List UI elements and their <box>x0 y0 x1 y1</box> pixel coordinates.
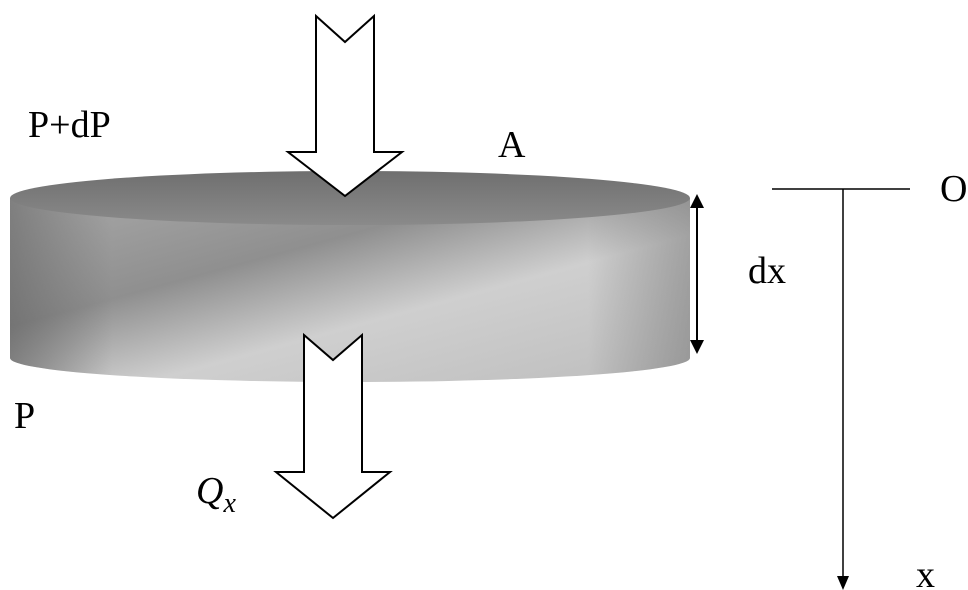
area-label: A <box>498 124 526 166</box>
origin-label: O <box>940 168 967 210</box>
disk-top-face <box>10 171 690 225</box>
top-pressure-label: P+dP <box>28 104 111 146</box>
flow-subscript: x <box>222 488 236 519</box>
x-axis-label: x <box>916 554 935 590</box>
outgoing-flow-arrow <box>273 332 393 520</box>
disk-side-shade <box>10 198 690 382</box>
disk-element <box>10 171 690 382</box>
incoming-flow-arrow <box>285 13 405 198</box>
flow-rate-label: Qx <box>196 470 236 519</box>
coordinate-axis <box>772 188 910 590</box>
thickness-label: dx <box>748 250 786 292</box>
flow-symbol: Q <box>196 470 223 512</box>
bottom-pressure-label: P <box>14 395 35 437</box>
x-axis-arrowhead <box>837 576 849 590</box>
thickness-dimension-arrow <box>690 194 704 354</box>
